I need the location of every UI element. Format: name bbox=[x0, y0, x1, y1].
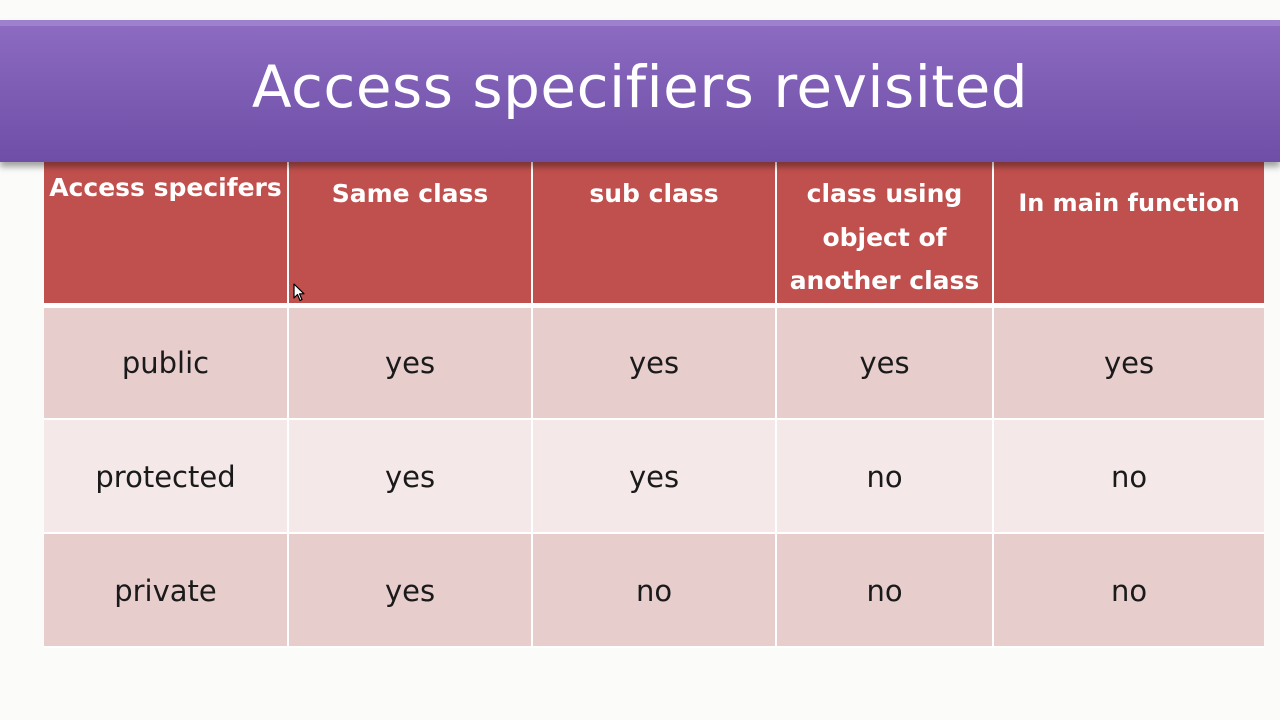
table-cell: no bbox=[776, 533, 994, 648]
header-row: Access specifers Same class sub class cl… bbox=[44, 160, 1264, 308]
row-label-public: public bbox=[44, 305, 289, 420]
table-row: public yes yes yes yes bbox=[44, 305, 1264, 420]
mouse-pointer-icon bbox=[293, 283, 305, 307]
header-access-specifiers: Access specifers bbox=[44, 160, 289, 308]
title-banner: Access specifiers revisited bbox=[0, 20, 1280, 162]
table-row: protected yes yes no no bbox=[44, 419, 1264, 534]
header-sub-class: sub class bbox=[532, 160, 777, 308]
table-cell: yes bbox=[288, 305, 533, 420]
table-header: Access specifers Same class sub class cl… bbox=[44, 160, 1264, 308]
header-class-using-object: class using object of another class bbox=[776, 160, 994, 308]
slide-title: Access specifiers revisited bbox=[251, 53, 1029, 121]
header-same-class: Same class bbox=[288, 160, 533, 308]
row-label-protected: protected bbox=[44, 419, 289, 534]
table-cell: no bbox=[993, 419, 1264, 534]
access-specifier-table-container: Access specifers Same class sub class cl… bbox=[44, 160, 1264, 650]
table-cell: yes bbox=[993, 305, 1264, 420]
table-cell: yes bbox=[532, 419, 777, 534]
table-row: private yes no no no bbox=[44, 533, 1264, 648]
header-main-function: In main function bbox=[993, 160, 1264, 308]
row-label-private: private bbox=[44, 533, 289, 648]
table-cell: yes bbox=[776, 305, 994, 420]
access-specifier-table: Access specifers Same class sub class cl… bbox=[44, 160, 1264, 648]
table-cell: yes bbox=[288, 419, 533, 534]
table-body: public yes yes yes yes protected yes yes… bbox=[44, 305, 1264, 648]
table-cell: no bbox=[532, 533, 777, 648]
table-cell: yes bbox=[532, 305, 777, 420]
table-cell: no bbox=[993, 533, 1264, 648]
table-cell: yes bbox=[288, 533, 533, 648]
table-cell: no bbox=[776, 419, 994, 534]
